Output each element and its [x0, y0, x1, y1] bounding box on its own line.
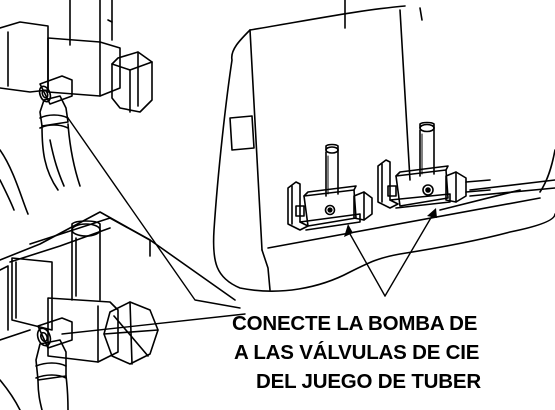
gas-valve-assembly	[287, 143, 373, 231]
instruction-caption: CONECTE LA BOMBA DE A LAS VÁLVULAS DE CI…	[232, 309, 555, 396]
caption-line-3: DEL JUEGO DE TUBER	[256, 370, 481, 393]
caption-line-2: A LAS VÁLVULAS DE CIE	[234, 341, 480, 364]
liquid-valve-assembly	[377, 121, 491, 209]
lower-valve-detail	[0, 211, 236, 410]
caption-line-1: CONECTE LA BOMBA DE	[232, 312, 478, 335]
unit-main-view	[212, 0, 555, 292]
leader-lines-left	[61, 117, 246, 335]
arrow-heads	[344, 208, 437, 237]
pointer-arrows	[349, 215, 433, 297]
upper-valve-detail	[0, 0, 153, 215]
